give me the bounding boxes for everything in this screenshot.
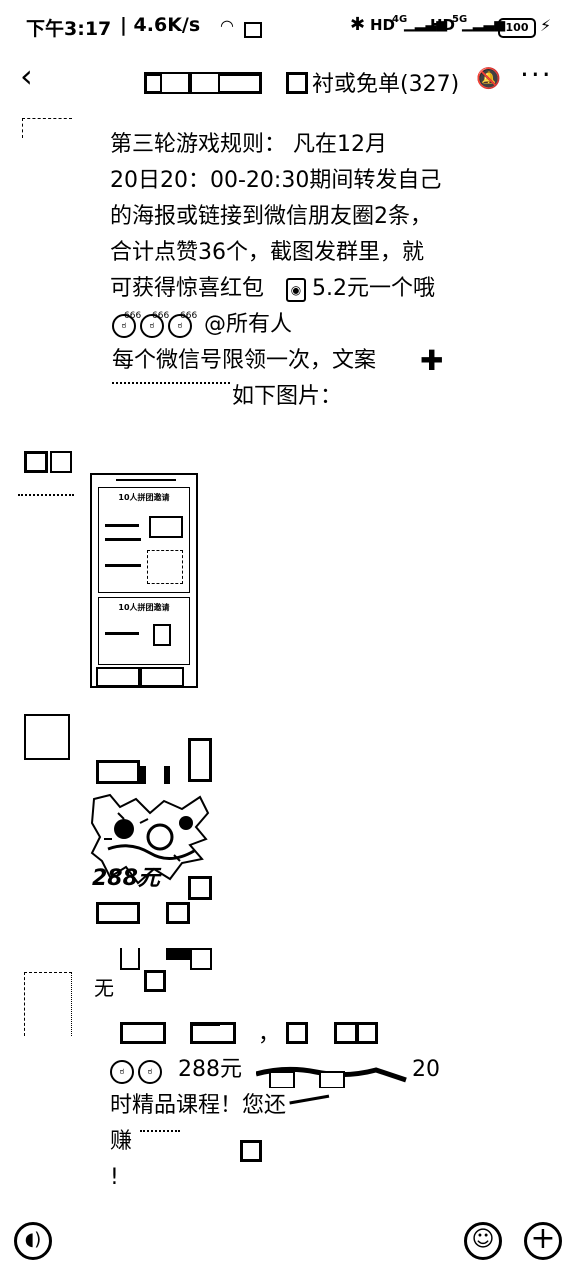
hd-badge-2: HD: [430, 16, 456, 34]
message-line: 20日20：00-20:30期间转发自己: [110, 168, 442, 193]
poster-text-line: [105, 632, 139, 635]
redacted-block: [190, 948, 212, 970]
avatar[interactable]: [24, 714, 70, 760]
poster-card: 10人拼团邀请: [98, 487, 190, 593]
redacted-block: [286, 1022, 308, 1044]
voice-icon: ◖): [24, 1229, 42, 1250]
message-line: 5.2元一个哦: [312, 276, 435, 301]
redacted-block: [188, 876, 212, 900]
poster-card-title: 10人拼团邀请: [118, 603, 170, 612]
redacted-block: [356, 1022, 378, 1044]
chat-title: 衬或免单(327): [312, 72, 460, 97]
signal-icon: ▁▂▃▅: [404, 16, 448, 32]
bluetooth-icon: ✱: [350, 14, 366, 35]
redaction-scribble: [289, 1094, 331, 1113]
charging-icon: ⚡: [540, 16, 552, 35]
poster-card-title: 10人拼团邀请: [118, 493, 170, 502]
message-line: 第三轮游戏规则： 凡在12月: [110, 132, 387, 157]
redacted-block: [96, 760, 140, 784]
network-speed: | 4.6K/s: [120, 14, 201, 36]
redacted-char: [286, 72, 308, 94]
redaction-bar: [190, 1022, 220, 1026]
sender-name: [18, 484, 74, 496]
avatar[interactable]: [24, 972, 72, 1036]
message-line: !: [110, 1165, 119, 1190]
emoji-icon: ☺: [471, 1227, 495, 1252]
network-5g-label: 5G: [452, 14, 468, 25]
network-4g-label: 4G: [392, 14, 408, 25]
emoji-face-icon: ಠ: [110, 1060, 134, 1084]
add-button[interactable]: +: [524, 1222, 562, 1260]
wifi-icon: ◠: [220, 16, 234, 35]
message-line: 合计点赞36个，截图发群里，就: [110, 240, 424, 265]
redacted-block: [120, 1022, 166, 1044]
plus-icon: +: [530, 1221, 556, 1256]
poster-divider: [116, 479, 176, 481]
message-line: 可获得惊喜红包: [110, 276, 265, 301]
poster-text-line: [105, 538, 141, 541]
redacted-block: [334, 1022, 358, 1044]
promo-image[interactable]: [90, 793, 212, 891]
chevron-left-icon[interactable]: ‹: [20, 57, 33, 95]
emoji-row: ಠ ಠ: [110, 1060, 162, 1084]
poster-card: 10人拼团邀请: [98, 597, 190, 665]
redacted-block: [96, 667, 140, 687]
poster-qr: [149, 516, 183, 538]
redacted-char: [190, 72, 220, 94]
status-time: 下午3:17: [26, 18, 112, 40]
message-line: 赚: [110, 1129, 133, 1154]
redacted-block: [140, 667, 184, 687]
poster-text-line: [105, 524, 139, 527]
hd-badge: HD: [370, 16, 396, 34]
clipped-char: 无: [94, 976, 114, 1000]
mention-all[interactable]: @所有人: [204, 312, 293, 337]
redacted-block: [120, 948, 140, 970]
promo-price-label: 288元: [92, 866, 160, 891]
red-packet-icon: ◉: [286, 278, 306, 302]
redacted-block: [240, 1140, 262, 1162]
message-line: 20: [412, 1057, 440, 1082]
redaction-scribble: [255, 1066, 408, 1089]
avatar[interactable]: [22, 118, 72, 138]
emoji-button[interactable]: ☺: [464, 1222, 502, 1260]
poster-figure: [147, 550, 183, 584]
message-line: 288元: [178, 1057, 242, 1082]
poster-text-line: [105, 564, 141, 567]
redacted-box: [244, 22, 262, 38]
redacted-block: [188, 738, 212, 782]
redacted-block: [144, 970, 166, 992]
promo-artwork: [90, 793, 212, 891]
redaction-bar: [164, 766, 170, 784]
bell-off-icon: 🔕: [476, 66, 501, 90]
message-line: 时精品课程！您还: [110, 1093, 287, 1118]
clipped-text: [112, 382, 230, 390]
redaction-bar: [166, 948, 190, 960]
clipped-text: [140, 1130, 180, 1140]
signal-icon-2: ▁▂▃▅: [462, 16, 506, 32]
battery-icon: 100: [498, 18, 536, 38]
avatar-part: [50, 451, 72, 473]
plus-emoji-icon: ✚: [420, 344, 444, 377]
emoji-face-icon: ಠ: [138, 1060, 162, 1084]
redaction-bar: [140, 766, 146, 784]
poster-figure: [153, 624, 171, 646]
avatar[interactable]: [24, 451, 48, 473]
voice-button[interactable]: ◖): [14, 1222, 52, 1260]
redacted-char: [160, 72, 190, 94]
message-line: 的海报或链接到微信朋友圈2条，: [110, 204, 432, 229]
message-text: ，: [258, 1022, 281, 1047]
message-line: 如下图片：: [232, 384, 343, 409]
more-dots-icon[interactable]: ···: [520, 58, 553, 91]
redacted-block: [166, 902, 190, 924]
redacted-block: [96, 902, 140, 924]
message-line: 每个微信号限领一次，文案: [112, 348, 377, 373]
poster-image[interactable]: 10人拼团邀请 10人拼团邀请: [90, 473, 198, 688]
